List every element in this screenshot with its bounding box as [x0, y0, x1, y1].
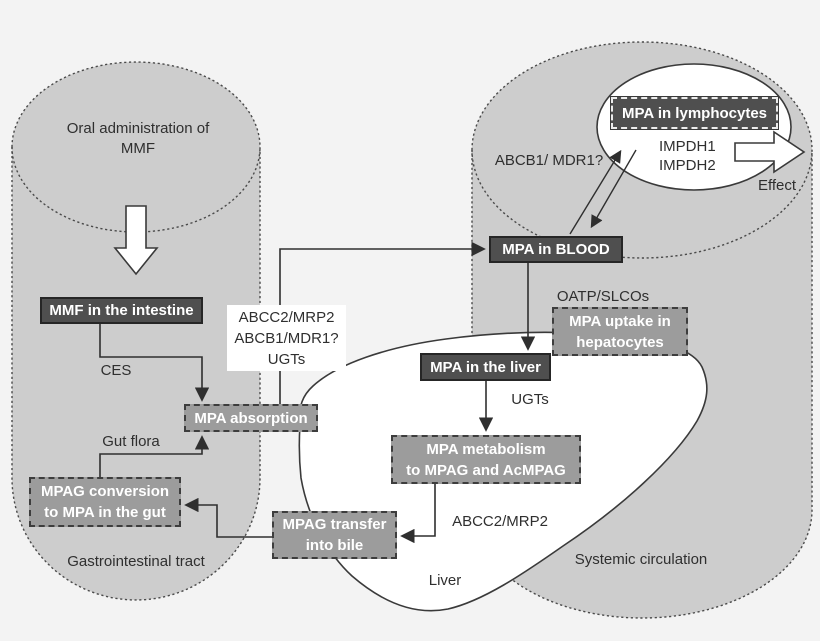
gut-flora-label: Gut flora — [102, 433, 160, 450]
mpa-uptake-box: MPA uptake in hepatocytes — [552, 307, 688, 356]
arrow-transfer-to-conversion — [184, 497, 272, 538]
systemic-circulation-lid-arc — [471, 149, 813, 259]
mpa-metabolism-line2: to MPAG and AcMPAG — [406, 461, 566, 479]
ugts-enzyme-label: UGTs — [511, 391, 549, 408]
mpag-conversion-box: MPAG conversion to MPA in the gut — [29, 477, 181, 527]
abcb1-mdr1-label: ABCB1/ MDR1? — [494, 152, 604, 169]
oral-administration-line2: MMF — [120, 140, 156, 157]
mpag-conversion-line2: to MPA in the gut — [44, 504, 166, 521]
oral-administration-label: Oral administration of MMF — [28, 119, 248, 159]
mmf-intestine-box: MMF in the intestine — [40, 297, 203, 324]
arrow-conversion-to-absorption — [99, 435, 210, 478]
transporter-panel-line1: ABCC2/MRP2 — [238, 308, 335, 326]
effect-label: Effect — [757, 177, 797, 194]
mpa-uptake-line2: hepatocytes — [576, 333, 664, 351]
mpa-absorption-box: MPA absorption — [184, 404, 318, 432]
arrow-metabolism-to-transfer — [400, 484, 436, 544]
transporter-panel-line3: UGTs — [267, 350, 306, 368]
arrow-mmf-to-absorption — [99, 323, 210, 402]
impdh1-label: IMPDH1 — [659, 138, 716, 155]
arrow-blood-to-lymphocytes — [569, 149, 622, 235]
oral-administration-line1: Oral administration of — [66, 120, 210, 137]
mpag-transfer-line2: into bile — [305, 537, 364, 554]
liver-region-label: Liver — [428, 572, 462, 589]
abcc2-mrp2-label: ABCC2/MRP2 — [452, 513, 548, 530]
arrow-lymphocytes-to-blood — [590, 149, 637, 229]
oatp-slcos-label: OATP/SLCOs — [556, 288, 650, 305]
mpa-liver-box: MPA in the liver — [420, 353, 551, 381]
mpa-lymphocytes-box: MPA in lymphocytes — [610, 96, 779, 130]
mpag-transfer-line1: MPAG transfer — [282, 516, 387, 533]
mpa-blood-box: MPA in BLOOD — [489, 236, 623, 263]
mpa-uptake-line1: MPA uptake in — [569, 312, 671, 330]
impdh2-label: IMPDH2 — [659, 157, 716, 174]
mpag-transfer-box: MPAG transfer into bile — [272, 511, 397, 559]
mpag-conversion-line1: MPAG conversion — [40, 483, 170, 500]
mpa-metabolism-box: MPA metabolism to MPAG and AcMPAG — [391, 435, 581, 484]
mpa-metabolism-line1: MPA metabolism — [426, 440, 546, 458]
effect-block-arrow-icon — [734, 130, 806, 174]
transporter-panel-line2: ABCB1/MDR1? — [234, 329, 339, 347]
gi-tract-cylinder — [11, 61, 261, 601]
ces-enzyme-label: CES — [100, 362, 132, 379]
oral-dose-block-arrow-icon — [113, 205, 159, 276]
systemic-region-label: Systemic circulation — [574, 551, 708, 568]
gi-tract-cylinder-lid-arc — [11, 146, 261, 233]
gi-tract-region-label: Gastrointestinal tract — [67, 553, 205, 570]
